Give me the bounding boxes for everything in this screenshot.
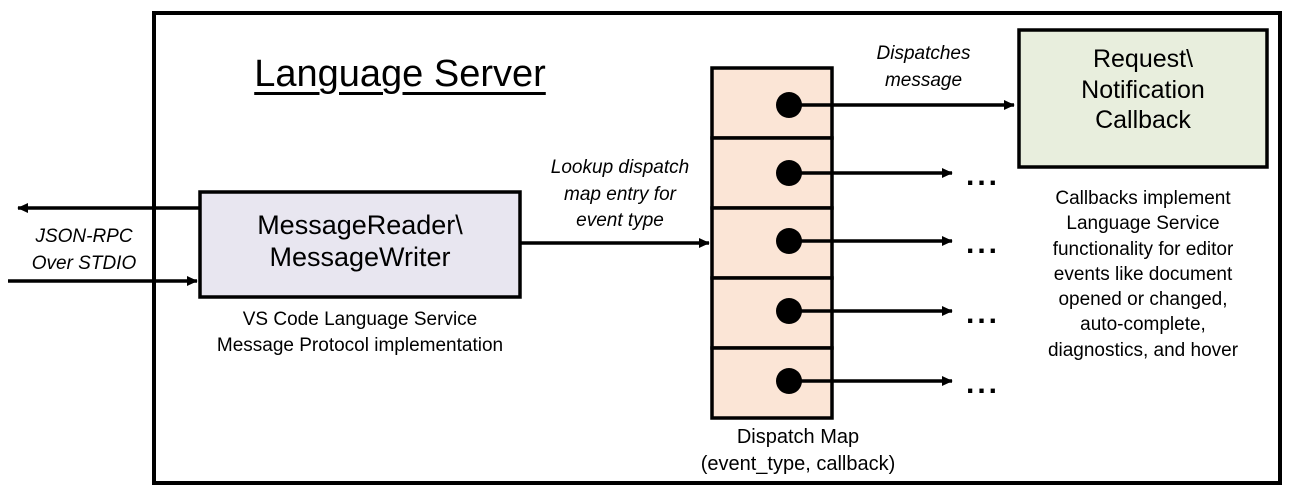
dispatch-map-cell-1[interactable] <box>710 66 834 140</box>
json-rpc-edge-label: JSON-RPC Over STDIO <box>31 226 137 274</box>
dispatch-map-cell-4[interactable] <box>710 276 834 350</box>
callback-description: Callbacks implement Language Service fun… <box>1047 188 1239 361</box>
message-reader-writer-caption: VS Code Language Service Message Protoco… <box>216 309 504 356</box>
message-reader-writer-label: MessageReader\ MessageWriter <box>257 210 463 272</box>
request-notification-callback-box[interactable] <box>1017 28 1269 169</box>
lookup-dispatch-edge-label: Lookup dispatch map entry for event type <box>550 157 690 232</box>
language-server-border <box>152 11 1282 485</box>
ellipsis-icon-3: ... <box>966 297 1001 330</box>
dispatch-map-caption: Dispatch Map (event_type, callback) <box>700 426 896 475</box>
dispatch-map-cell-5[interactable] <box>710 346 834 420</box>
ellipsis-icon-4: ... <box>966 367 1001 400</box>
page-title: Language Server <box>254 53 546 95</box>
dispatch-map-cell-3[interactable] <box>710 206 834 280</box>
ellipsis-icon-1: ... <box>966 159 1001 192</box>
dispatches-message-edge-label: Dispatches message <box>876 43 971 91</box>
request-notification-callback-label: Request\ Notification Callback <box>1081 45 1205 134</box>
message-reader-writer-box[interactable] <box>198 190 522 299</box>
ellipsis-icon-2: ... <box>966 227 1001 260</box>
